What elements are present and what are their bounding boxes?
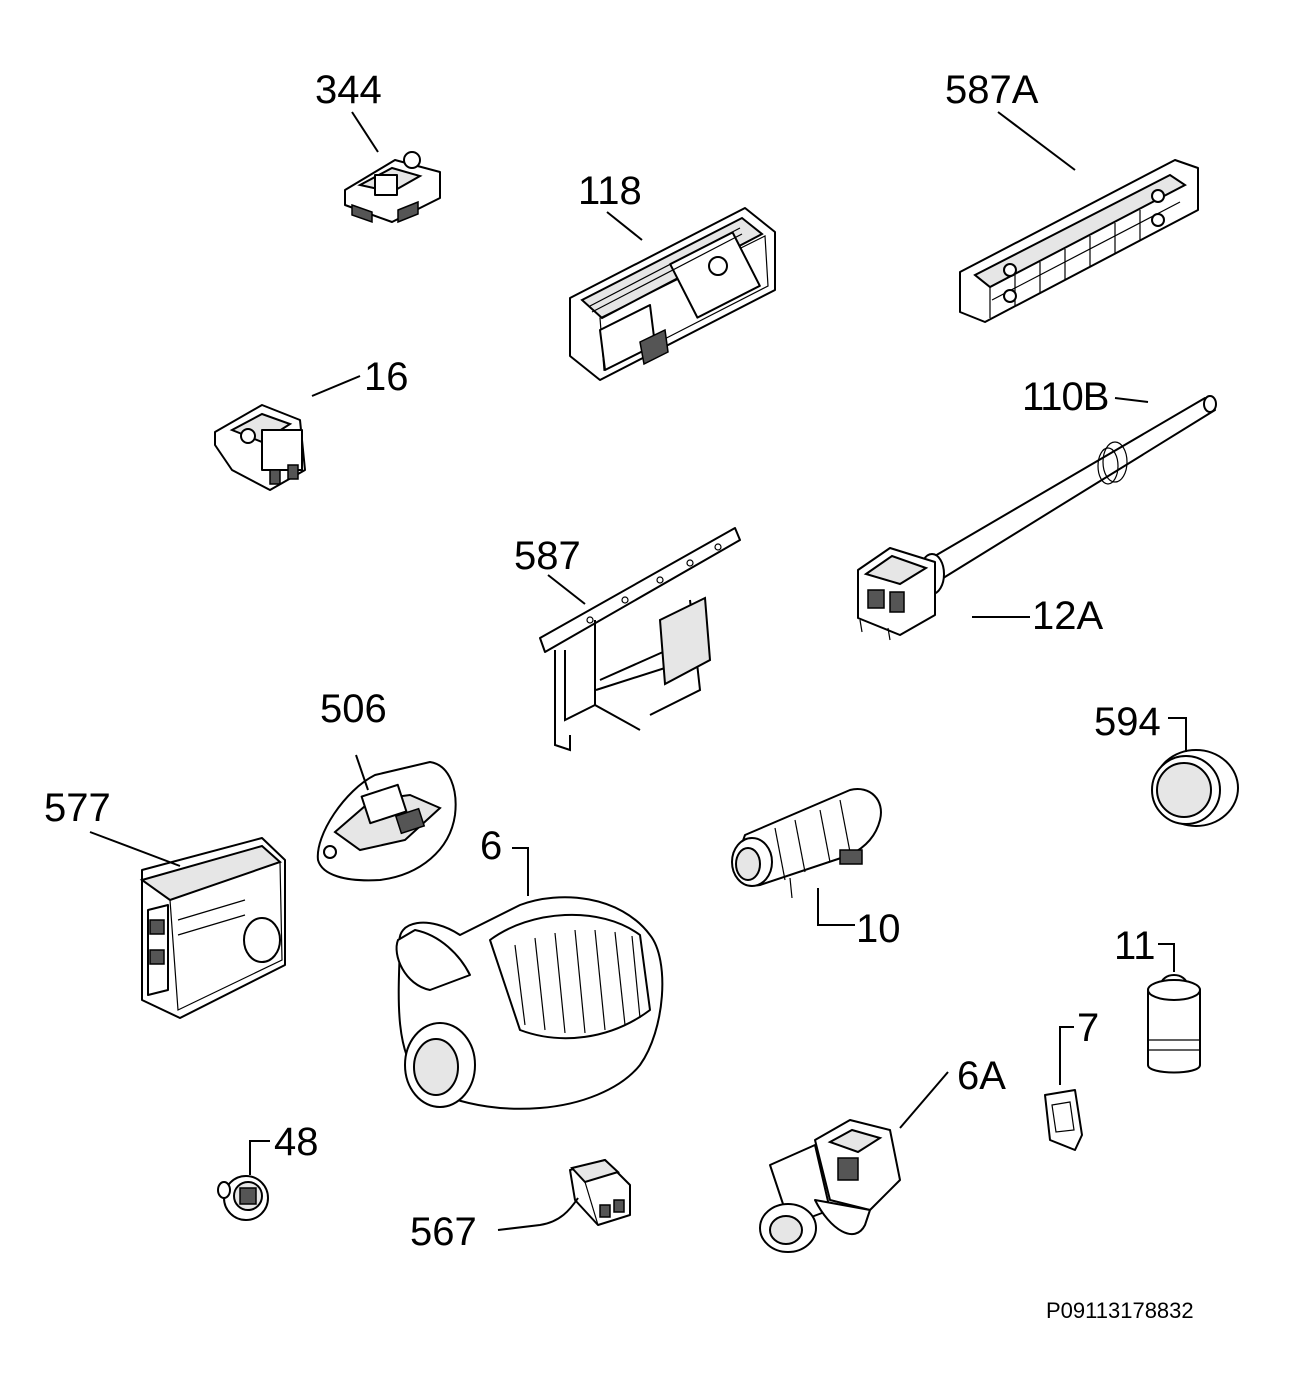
part-16-drawing (214, 375, 361, 491)
part-567-drawing (497, 1158, 631, 1231)
part-118-drawing (569, 207, 776, 381)
label-11: 11 (1114, 924, 1156, 968)
label-10: 10 (856, 907, 901, 951)
label-7: 7 (1077, 1006, 1100, 1050)
label-6: 6 (480, 824, 503, 868)
label-587: 587 (514, 534, 581, 578)
part-10-drawing (731, 788, 882, 926)
label-506: 506 (320, 687, 387, 731)
part-587-drawing (539, 527, 741, 752)
label-118: 118 (578, 169, 642, 213)
label-48: 48 (274, 1120, 319, 1164)
label-344: 344 (315, 68, 382, 112)
label-567: 567 (410, 1210, 477, 1254)
label-12A: 12A (1032, 594, 1104, 638)
label-16: 16 (364, 355, 409, 399)
part-6A-drawing (759, 1071, 949, 1253)
label-110B: 110B (1022, 375, 1109, 419)
part-12A-drawing (857, 395, 1217, 641)
part-344-drawing (344, 111, 441, 224)
part-506-drawing (316, 754, 457, 882)
part-594-drawing (1151, 717, 1239, 827)
part-6-drawing (395, 847, 664, 1110)
part-11-drawing (1147, 943, 1201, 1074)
label-587A: 587A (945, 68, 1039, 112)
drawing-code: P09113178832 (1046, 1298, 1194, 1323)
part-577-drawing (89, 831, 286, 1019)
label-594: 594 (1094, 700, 1161, 744)
part-587A-drawing (959, 111, 1199, 323)
label-577: 577 (44, 786, 111, 830)
part-7-drawing (1044, 1026, 1083, 1151)
part-48-drawing (217, 1140, 270, 1221)
label-6A: 6A (957, 1054, 1006, 1098)
